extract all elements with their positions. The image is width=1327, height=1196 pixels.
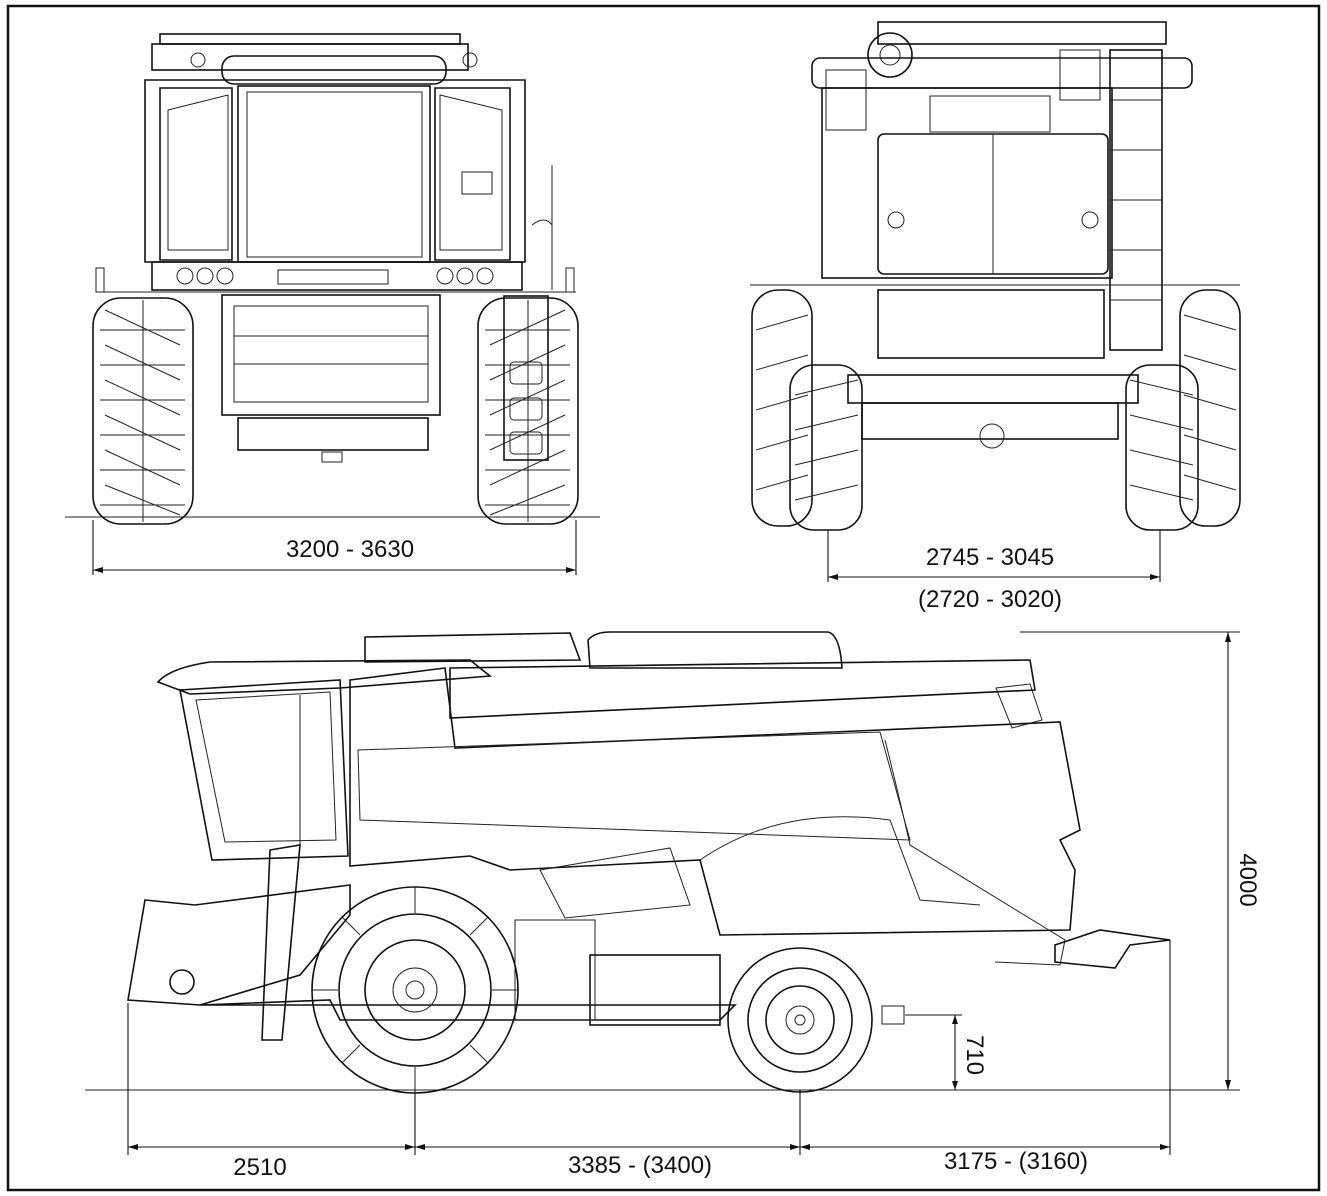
page-frame <box>6 4 1321 1192</box>
overall-height-label: 4000 <box>1234 853 1261 906</box>
rear-axle-to-hitch-label: 3175 - (3160) <box>944 1148 1088 1175</box>
rear-track-width-label: 2745 - 3045 <box>926 544 1054 571</box>
wheelbase-label: 3385 - (3400) <box>568 1152 712 1179</box>
side-view <box>85 631 1240 1094</box>
rear-track-width-alt-label: (2720 - 3020) <box>918 586 1062 613</box>
front-track-width-label: 3200 - 3630 <box>286 536 414 563</box>
header-to-front-axle-label: 2510 <box>233 1154 286 1181</box>
hitch-height-label: 710 <box>961 1035 988 1075</box>
side-dimensions: 4000 710 2510 3385 - (3400) 3175 - (3160… <box>127 631 1261 1181</box>
front-view <box>65 33 600 525</box>
rear-width-dimension: 2745 - 3045 (2720 - 3020) <box>827 530 1161 613</box>
rear-view <box>750 21 1241 531</box>
front-width-dimension: 3200 - 3630 <box>92 520 577 575</box>
